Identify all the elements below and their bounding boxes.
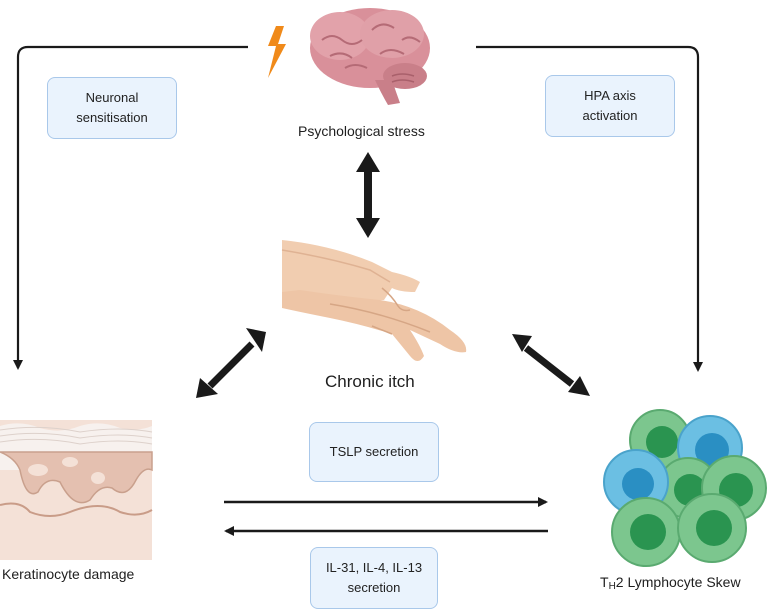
lightning-icon [268, 26, 286, 78]
th2-main: T [600, 574, 609, 590]
il-secretion-box: IL-31, IL-4, IL-13 secretion [310, 547, 438, 609]
th2-subscript: H [608, 581, 616, 592]
th2-lymphocyte-skew-label: TH2 Lymphocyte Skew [600, 574, 741, 592]
hpa-axis-activation-box: HPA axis activation [545, 75, 675, 137]
chronic-itch-label: Chronic itch [325, 372, 415, 391]
lymphocyte-cluster-icon [603, 409, 767, 567]
double-arrow-itch-keratinocyte [196, 328, 266, 398]
neuronal-line-1: Neuronal [85, 90, 139, 105]
hpa-line-1: HPA axis [584, 88, 636, 103]
brain-icon [310, 8, 430, 105]
psychological-stress-label: Psychological stress [298, 123, 425, 139]
double-arrow-itch-th2 [512, 334, 590, 396]
tslp-line: TSLP secretion [329, 444, 419, 459]
il-line-2: secretion [347, 580, 401, 595]
hpa-line-2: activation [582, 108, 638, 123]
skin-layers-icon [0, 420, 153, 560]
tslp-secretion-box: TSLP secretion [309, 422, 439, 482]
double-arrow-stress-itch [356, 152, 380, 238]
neuronal-line-2: sensitisation [76, 110, 148, 125]
arrow-stress-to-th2 [476, 45, 703, 372]
il-line-1: IL-31, IL-4, IL-13 [325, 560, 423, 575]
neuronal-sensitisation-box: Neuronal sensitisation [47, 77, 177, 139]
keratinocyte-damage-label: Keratinocyte damage [2, 566, 135, 582]
arrow-stress-to-keratinocyte [13, 45, 248, 370]
th2-rest: 2 Lymphocyte Skew [615, 574, 741, 590]
scratching-hand-icon [281, 240, 467, 361]
